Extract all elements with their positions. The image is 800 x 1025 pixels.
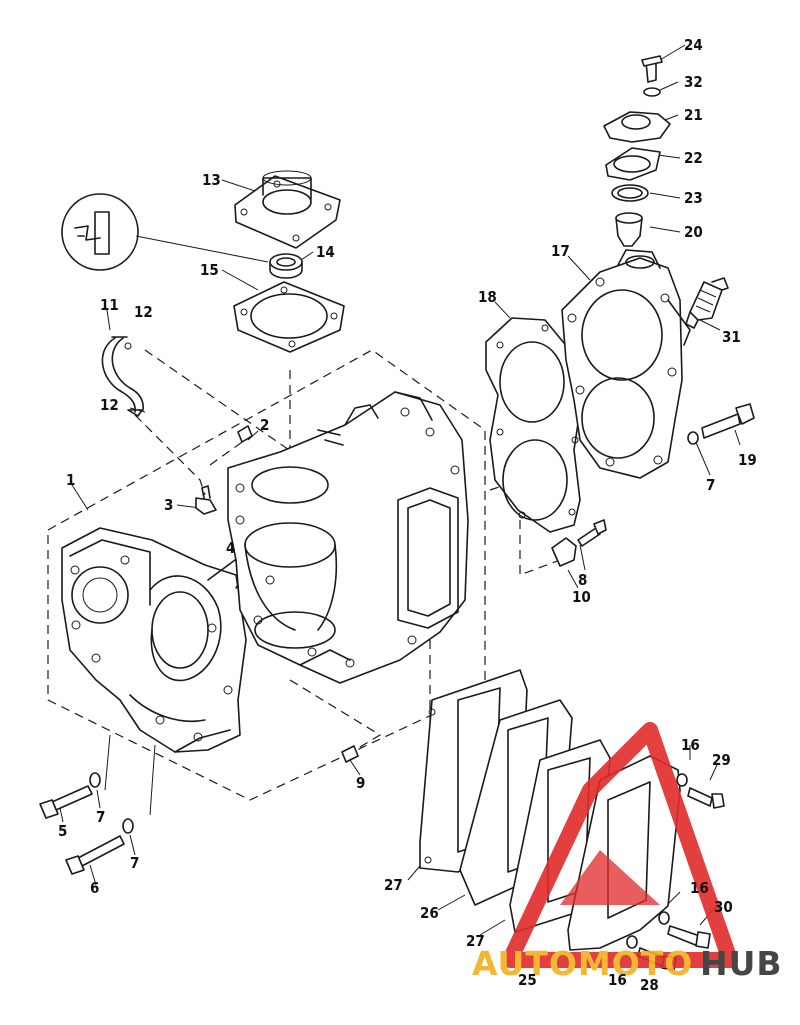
callout-5: 5 xyxy=(58,822,67,840)
part-3-fitting xyxy=(195,485,217,515)
callout-15: 15 xyxy=(200,261,219,279)
callout-27-top: 27 xyxy=(384,876,403,894)
callout-17: 17 xyxy=(551,242,570,260)
callout-19: 19 xyxy=(738,451,757,469)
callout-22: 22 xyxy=(684,149,703,167)
callout-7-right: 7 xyxy=(706,476,715,494)
callout-30: 30 xyxy=(714,898,733,916)
part-18-head-gasket xyxy=(485,317,581,533)
watermark-logo: AUTOMOTO HUB xyxy=(472,722,783,983)
callout-28: 28 xyxy=(640,976,659,994)
part-17-cylinder-head xyxy=(561,249,691,479)
callout-21: 21 xyxy=(684,106,703,124)
callout-26: 26 xyxy=(420,904,439,922)
callout-13: 13 xyxy=(202,171,221,189)
callout-20: 20 xyxy=(684,223,703,241)
callout-32: 32 xyxy=(684,73,703,91)
callout-2: 2 xyxy=(260,416,269,434)
callout-18: 18 xyxy=(478,288,497,306)
callout-31: 31 xyxy=(722,328,741,346)
part-1-crankcase xyxy=(61,527,249,753)
watermark-text-hub: HUB xyxy=(700,944,783,983)
callout-11: 11 xyxy=(100,296,119,314)
callout-12-bottom: 12 xyxy=(100,396,119,414)
part-31-spark-plug xyxy=(685,277,729,329)
callout-25: 25 xyxy=(518,971,537,989)
callout-14: 14 xyxy=(316,243,335,261)
callout-7-left-bottom: 7 xyxy=(130,854,139,872)
watermark-triangle-icon xyxy=(502,722,738,968)
callout-labels: 24 32 21 22 23 20 13 14 15 17 18 31 11 1… xyxy=(58,36,757,994)
thermostat-cover-stack xyxy=(603,55,671,247)
part-10-bracket xyxy=(551,519,607,567)
part-2-dowel xyxy=(237,425,253,443)
callout-1: 1 xyxy=(66,471,75,489)
callout-23: 23 xyxy=(684,189,703,207)
callout-8: 8 xyxy=(578,571,587,589)
inset-detail-circle xyxy=(61,193,269,271)
callout-16-mid: 16 xyxy=(690,879,709,897)
crankcase-bolts xyxy=(39,772,134,875)
callout-7-left-top: 7 xyxy=(96,808,105,826)
callout-12-top: 12 xyxy=(134,303,153,321)
callout-10: 10 xyxy=(572,588,591,606)
part-15-gasket xyxy=(233,281,345,353)
callout-24: 24 xyxy=(684,36,703,54)
part-19-bolt xyxy=(687,403,755,445)
callout-27-bottom: 27 xyxy=(466,932,485,950)
part-4-cylinder-block xyxy=(227,391,469,684)
callout-4: 4 xyxy=(226,539,235,557)
callout-3: 3 xyxy=(164,496,173,514)
callout-9: 9 xyxy=(356,774,365,792)
callout-16-top: 16 xyxy=(681,736,700,754)
part-9-pin xyxy=(341,745,359,763)
callout-16-bottom: 16 xyxy=(608,971,627,989)
callout-6: 6 xyxy=(90,879,99,897)
watermark-text-automoto: AUTOMOTO xyxy=(472,944,693,983)
callout-29: 29 xyxy=(712,751,731,769)
part-14-seal xyxy=(269,253,303,279)
part-11-hose xyxy=(101,336,144,417)
part-13-cover xyxy=(234,170,341,249)
